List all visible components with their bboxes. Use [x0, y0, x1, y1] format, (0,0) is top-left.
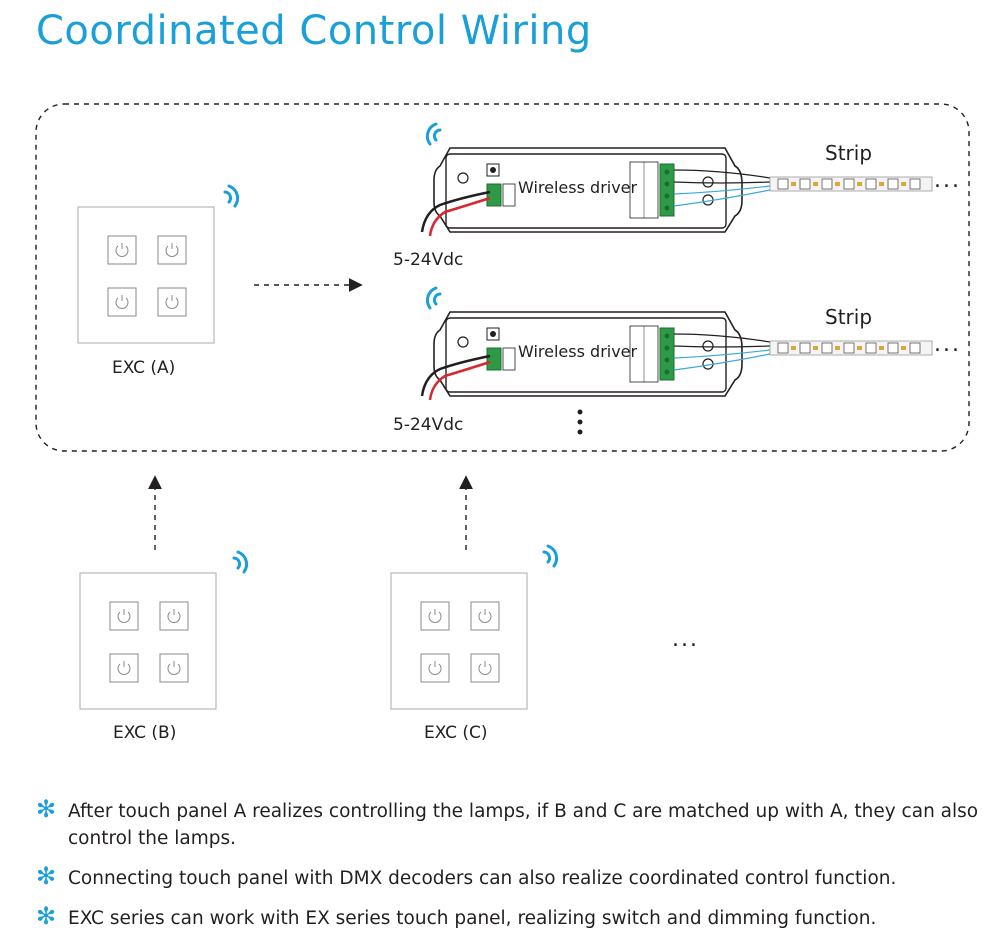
more-panels-dots: ... [672, 627, 699, 652]
coordinated-group-border [35, 103, 970, 452]
output-wires-2 [673, 333, 771, 371]
driver-2-power-label: 5-24Vdc [393, 415, 464, 435]
touch-panel-b [80, 573, 216, 709]
asterisk-bullet-icon: ✻ [36, 902, 57, 930]
wireless-signal-icon [542, 544, 559, 568]
wireless-signal-icon [425, 286, 442, 310]
asterisk-bullet-icon: ✻ [36, 862, 57, 890]
wireless-signal-icon [223, 184, 240, 208]
asterisk-bullet-icon: ✻ [36, 795, 57, 823]
wireless-signal-icon [232, 550, 249, 574]
touch-panel-a [78, 207, 214, 343]
wiring-diagram [35, 103, 970, 790]
notes-list: ✻ After touch panel A realizes controlli… [36, 795, 986, 945]
panel-b-label: EXC (B) [113, 723, 177, 743]
note-item: ✻ Connecting touch panel with DMX decode… [36, 862, 897, 890]
note-item: ✻ EXC series can work with EX series tou… [36, 902, 877, 930]
page-title: Coordinated Control Wiring [36, 8, 592, 54]
strip-1-label: Strip [825, 141, 873, 165]
more-drivers-dots [577, 409, 583, 435]
output-wires-1 [673, 169, 771, 207]
driver-1-label: Wireless driver [518, 178, 638, 197]
driver-2-label: Wireless driver [518, 342, 638, 361]
power-wires-2 [420, 354, 491, 401]
power-wires-1 [420, 190, 491, 237]
led-strip-2 [769, 340, 933, 356]
panel-a-label: EXC (A) [112, 358, 176, 378]
driver-1-power-label: 5-24Vdc [393, 250, 464, 270]
strip-2-continuation: ... [934, 332, 961, 357]
wireless-signal-icon [425, 122, 442, 146]
led-strip-1 [769, 176, 933, 192]
panel-c-label: EXC (C) [424, 723, 488, 743]
note-item: ✻ After touch panel A realizes controlli… [36, 795, 979, 849]
strip-1-continuation: ... [934, 168, 961, 193]
strip-2-label: Strip [825, 305, 873, 329]
touch-panel-c [391, 573, 527, 709]
